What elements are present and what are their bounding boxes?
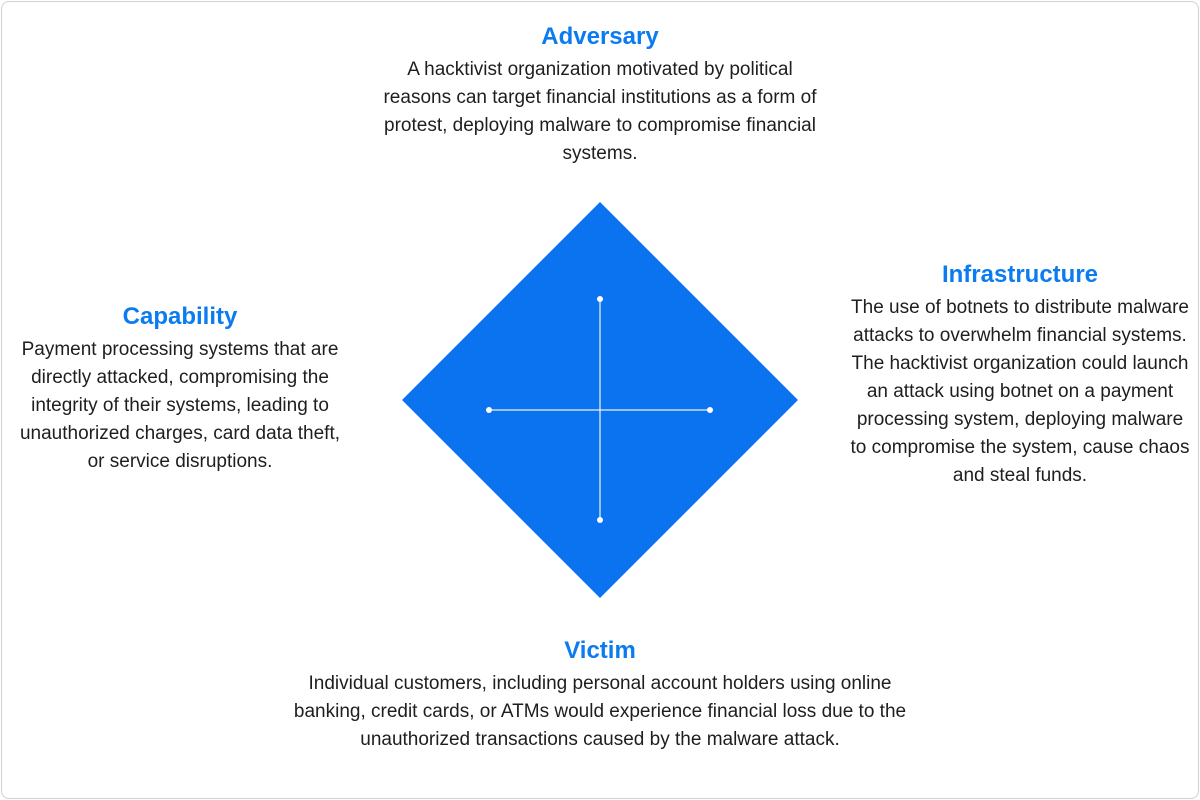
victim-description: Individual customers, including personal… — [293, 673, 907, 750]
victim-section: Victim Individual customers, including p… — [290, 636, 910, 754]
infrastructure-description: The use of botnets to distribute malware… — [850, 297, 1190, 486]
capability-section: Capability Payment processing systems th… — [12, 302, 348, 476]
adversary-description: A hacktivist organization motivated by p… — [383, 59, 817, 164]
victim-title: Victim — [564, 637, 636, 664]
infrastructure-section: Infrastructure The use of botnets to dis… — [850, 260, 1190, 490]
adversary-node — [597, 296, 603, 302]
capability-node — [486, 407, 492, 413]
victim-node — [597, 517, 603, 523]
infrastructure-node — [707, 407, 713, 413]
infrastructure-title: Infrastructure — [941, 261, 1099, 288]
capability-title: Capability — [122, 303, 238, 330]
adversary-section: Adversary A hacktivist organization moti… — [380, 22, 820, 168]
diamond-model — [402, 202, 798, 598]
adversary-title: Adversary — [541, 23, 659, 50]
capability-description: Payment processing systems that are dire… — [19, 339, 341, 472]
